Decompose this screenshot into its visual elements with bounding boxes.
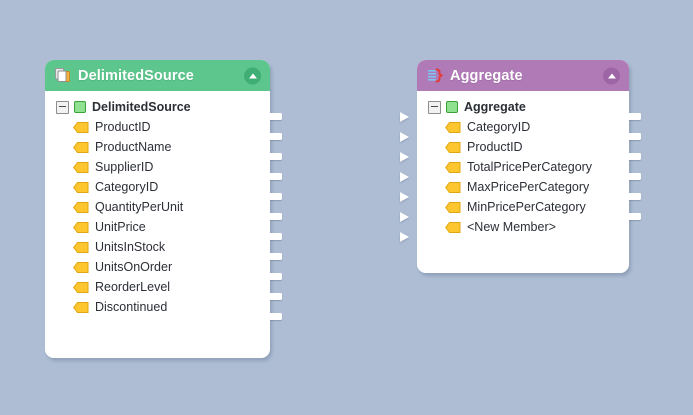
field-row[interactable]: ReorderLevel xyxy=(45,277,270,297)
field-row[interactable]: CategoryID xyxy=(417,117,629,137)
field-arrow-icon xyxy=(56,141,89,153)
field-label: ReorderLevel xyxy=(95,279,171,294)
field-row[interactable]: ProductID xyxy=(45,117,270,137)
green-square-icon xyxy=(74,101,86,113)
output-port[interactable] xyxy=(267,113,282,120)
chevron-up-icon[interactable] xyxy=(603,67,620,84)
field-row[interactable]: MaxPricePerCategory xyxy=(417,177,629,197)
output-port[interactable] xyxy=(267,153,282,160)
documents-icon xyxy=(54,67,71,84)
input-port[interactable] xyxy=(400,232,409,242)
input-port[interactable] xyxy=(400,132,409,142)
field-label: CategoryID xyxy=(467,119,531,134)
field-row[interactable]: MinPricePerCategory xyxy=(417,197,629,217)
chevron-up-icon[interactable] xyxy=(244,67,261,84)
field-label: Discontinued xyxy=(95,299,168,314)
output-port[interactable] xyxy=(267,253,282,260)
input-port[interactable] xyxy=(400,212,409,222)
field-arrow-icon xyxy=(428,181,461,193)
node-aggregate[interactable]: Aggregate Aggregate CategoryID Produ xyxy=(400,60,641,273)
field-row[interactable]: QuantityPerUnit xyxy=(45,197,270,217)
field-label: ProductName xyxy=(95,139,172,154)
output-port[interactable] xyxy=(626,213,641,220)
field-arrow-icon xyxy=(56,281,89,293)
field-row[interactable]: TotalPricePerCategory xyxy=(417,157,629,177)
field-tree: Aggregate CategoryID ProductID TotalPric… xyxy=(417,91,629,237)
input-port[interactable] xyxy=(400,152,409,162)
field-label: <New Member> xyxy=(467,219,556,234)
field-arrow-icon xyxy=(428,221,461,233)
field-label: UnitsOnOrder xyxy=(95,259,173,274)
aggregate-braces-icon xyxy=(426,67,443,84)
output-port[interactable] xyxy=(267,193,282,200)
field-arrow-icon xyxy=(56,161,89,173)
output-port[interactable] xyxy=(267,213,282,220)
output-port[interactable] xyxy=(626,153,641,160)
field-label: UnitsInStock xyxy=(95,239,166,254)
field-label: MaxPricePerCategory xyxy=(467,179,590,194)
field-row[interactable]: SupplierID xyxy=(45,157,270,177)
field-row[interactable]: ProductID xyxy=(417,137,629,157)
field-row[interactable]: Discontinued xyxy=(45,297,270,317)
output-port[interactable] xyxy=(626,173,641,180)
output-port[interactable] xyxy=(267,313,282,320)
minus-box-icon[interactable] xyxy=(56,100,69,114)
field-arrow-icon xyxy=(428,121,461,133)
output-port[interactable] xyxy=(626,133,641,140)
field-arrow-icon xyxy=(428,201,461,213)
input-port[interactable] xyxy=(400,172,409,182)
field-row[interactable]: CategoryID xyxy=(45,177,270,197)
field-label: UnitPrice xyxy=(95,219,146,234)
output-port[interactable] xyxy=(267,293,282,300)
output-port[interactable] xyxy=(267,273,282,280)
green-square-icon xyxy=(446,101,458,113)
field-row[interactable]: UnitPrice xyxy=(45,217,270,237)
field-arrow-icon xyxy=(428,161,461,173)
field-label: ProductID xyxy=(467,139,523,154)
field-label: ProductID xyxy=(95,119,151,134)
output-port[interactable] xyxy=(267,133,282,140)
field-label: QuantityPerUnit xyxy=(95,199,184,214)
output-port[interactable] xyxy=(267,173,282,180)
field-arrow-icon xyxy=(428,141,461,153)
field-row[interactable]: ProductName xyxy=(45,137,270,157)
field-tree: DelimitedSource ProductID ProductName Su… xyxy=(45,91,270,317)
field-arrow-icon xyxy=(56,261,89,273)
output-port[interactable] xyxy=(626,193,641,200)
field-row[interactable]: UnitsOnOrder xyxy=(45,257,270,277)
node-header[interactable]: DelimitedSource xyxy=(45,60,270,91)
field-arrow-icon xyxy=(56,201,89,213)
field-arrow-icon xyxy=(56,181,89,193)
field-arrow-icon xyxy=(56,241,89,253)
input-port[interactable] xyxy=(400,112,409,122)
input-port[interactable] xyxy=(400,192,409,202)
node-delimited-source[interactable]: DelimitedSource DelimitedSource ProductI… xyxy=(45,60,282,358)
node-title: DelimitedSource xyxy=(78,67,194,84)
tree-root-label: DelimitedSource xyxy=(92,99,191,114)
field-row[interactable]: <New Member> xyxy=(417,217,629,237)
field-label: CategoryID xyxy=(95,179,159,194)
output-port[interactable] xyxy=(626,113,641,120)
field-arrow-icon xyxy=(56,301,89,313)
tree-root-label: Aggregate xyxy=(464,99,526,114)
field-arrow-icon xyxy=(56,221,89,233)
node-title: Aggregate xyxy=(450,67,523,84)
tree-root-row[interactable]: DelimitedSource xyxy=(45,97,270,117)
node-header[interactable]: Aggregate xyxy=(417,60,629,91)
field-row[interactable]: UnitsInStock xyxy=(45,237,270,257)
field-label: TotalPricePerCategory xyxy=(467,159,593,174)
field-label: SupplierID xyxy=(95,159,154,174)
tree-root-row[interactable]: Aggregate xyxy=(417,97,629,117)
field-arrow-icon xyxy=(56,121,89,133)
output-port[interactable] xyxy=(267,233,282,240)
minus-box-icon[interactable] xyxy=(428,100,441,114)
field-label: MinPricePerCategory xyxy=(467,199,586,214)
